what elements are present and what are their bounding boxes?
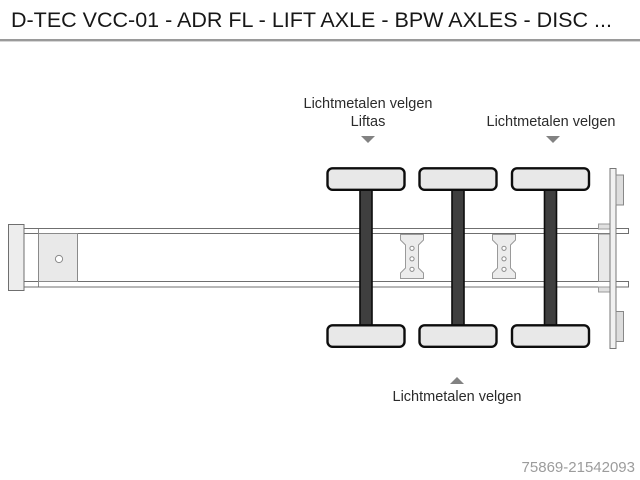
crossmember	[492, 234, 516, 279]
rear-crossmember	[598, 233, 611, 282]
tire	[326, 324, 406, 348]
front-end-plate	[8, 224, 25, 291]
rear-lamp-top	[615, 174, 624, 206]
rear-lamp-bottom	[615, 311, 624, 342]
tire	[418, 324, 498, 348]
title-divider	[0, 39, 640, 42]
axle-beam	[359, 188, 373, 327]
tire	[418, 167, 498, 192]
chassis-rail-top	[8, 228, 629, 234]
label-line: Lichtmetalen velgen	[392, 389, 522, 405]
arrow-down-icon	[361, 136, 375, 143]
axle-3	[510, 167, 591, 348]
kingpin	[54, 254, 64, 264]
rear-bracket-bottom	[598, 286, 611, 293]
label-lift-axle: Lichtmetalen velgen Liftas	[268, 95, 468, 131]
tire	[510, 167, 591, 192]
axle-beam	[451, 188, 465, 327]
arrow-down-icon	[546, 136, 560, 143]
page-title: D-TEC VCC-01 - ADR FL - LIFT AXLE - BPW …	[11, 8, 612, 32]
axle-beam	[543, 188, 558, 327]
rear-bumper-bar	[609, 168, 617, 349]
label-line: Liftas	[350, 114, 386, 130]
label-middle-axle: Lichtmetalen velgen	[347, 388, 567, 406]
crossmember	[400, 234, 424, 279]
label-rear-axle: Lichtmetalen velgen	[451, 113, 640, 131]
arrow-up-icon	[450, 377, 464, 384]
tire	[510, 324, 591, 348]
label-line: Lichtmetalen velgen	[303, 96, 433, 112]
watermark-id: 75869-21542093	[521, 459, 635, 476]
rear-bracket-top	[598, 223, 611, 230]
tire	[326, 167, 406, 192]
axle-2	[418, 167, 498, 348]
label-line: Lichtmetalen velgen	[486, 114, 616, 130]
axle-1-lift-axle	[326, 167, 406, 348]
chassis-rail-bottom	[8, 281, 629, 288]
